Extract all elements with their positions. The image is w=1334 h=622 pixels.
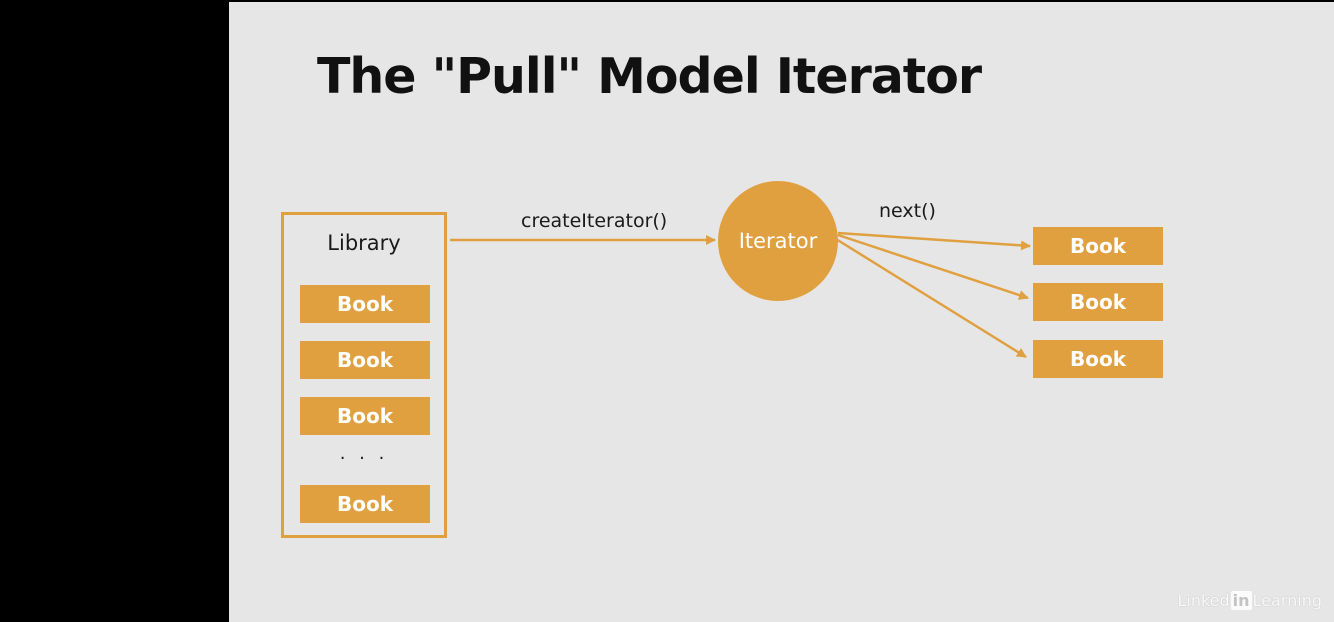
slide: The "Pull" Model Iterator Library Book B… <box>229 2 1334 622</box>
linkedin-logo-icon: in <box>1230 591 1252 610</box>
watermark-suffix: Learning <box>1252 591 1322 610</box>
slide-title: The "Pull" Model Iterator <box>317 48 982 105</box>
library-ellipsis: . . . <box>339 443 389 464</box>
next-arrow-3 <box>835 237 1027 359</box>
library-book-3: Book <box>300 397 430 435</box>
library-container: Library Book Book Book . . . Book <box>281 212 447 538</box>
watermark-prefix: Linked <box>1177 591 1230 610</box>
output-book-2: Book <box>1033 283 1163 321</box>
output-book-1: Book <box>1033 227 1163 265</box>
next-label: next() <box>879 200 936 222</box>
library-label: Library <box>327 231 401 255</box>
next-arrow-2 <box>837 233 1029 300</box>
next-arrow-1 <box>837 231 1031 251</box>
library-book-last: Book <box>300 485 430 523</box>
output-book-3: Book <box>1033 340 1163 378</box>
create-iterator-label: createIterator() <box>521 210 668 232</box>
library-book-1: Book <box>300 285 430 323</box>
library-book-2: Book <box>300 341 430 379</box>
iterator-node: Iterator <box>718 181 838 301</box>
connector-arrows <box>450 231 1031 359</box>
